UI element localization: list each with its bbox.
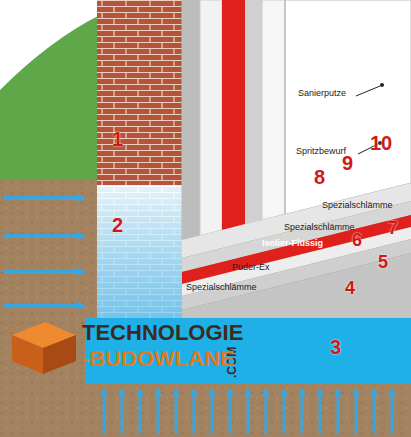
wet-brick-wall bbox=[97, 185, 182, 320]
layer-label: Spezialschlämme bbox=[322, 200, 393, 210]
callout-number: 8 bbox=[314, 166, 325, 189]
callout-number: 3 bbox=[330, 336, 341, 359]
callout-number: 9 bbox=[342, 152, 353, 175]
callout-number: 2 bbox=[112, 214, 123, 237]
layer-label: Puder-Ex bbox=[232, 262, 270, 272]
moisture-arrows bbox=[4, 198, 84, 306]
brick-wall bbox=[97, 0, 182, 185]
rising-arrows bbox=[104, 390, 392, 434]
callout-number: 5 bbox=[378, 252, 388, 273]
layer-label: Spezialschlämme bbox=[284, 222, 355, 232]
layer-label: Spritzbewurf bbox=[296, 146, 346, 156]
callout-number: 7 bbox=[388, 218, 398, 239]
callout-number: 4 bbox=[345, 278, 355, 299]
callout-number: 6 bbox=[352, 230, 362, 251]
layer-label: Isolier-Flüssig bbox=[262, 238, 323, 248]
logo-icon bbox=[12, 322, 76, 374]
layer-label: Spezialschlämme bbox=[186, 282, 257, 292]
watermark: TECHNOLOGIE bbox=[82, 320, 243, 345]
layer-label: Sanierputze bbox=[298, 88, 346, 98]
callout-number: 10 bbox=[370, 132, 392, 155]
hill bbox=[0, 15, 100, 185]
callout-number: 1 bbox=[112, 128, 123, 151]
watermark: -BUDOWLANE bbox=[82, 346, 235, 371]
